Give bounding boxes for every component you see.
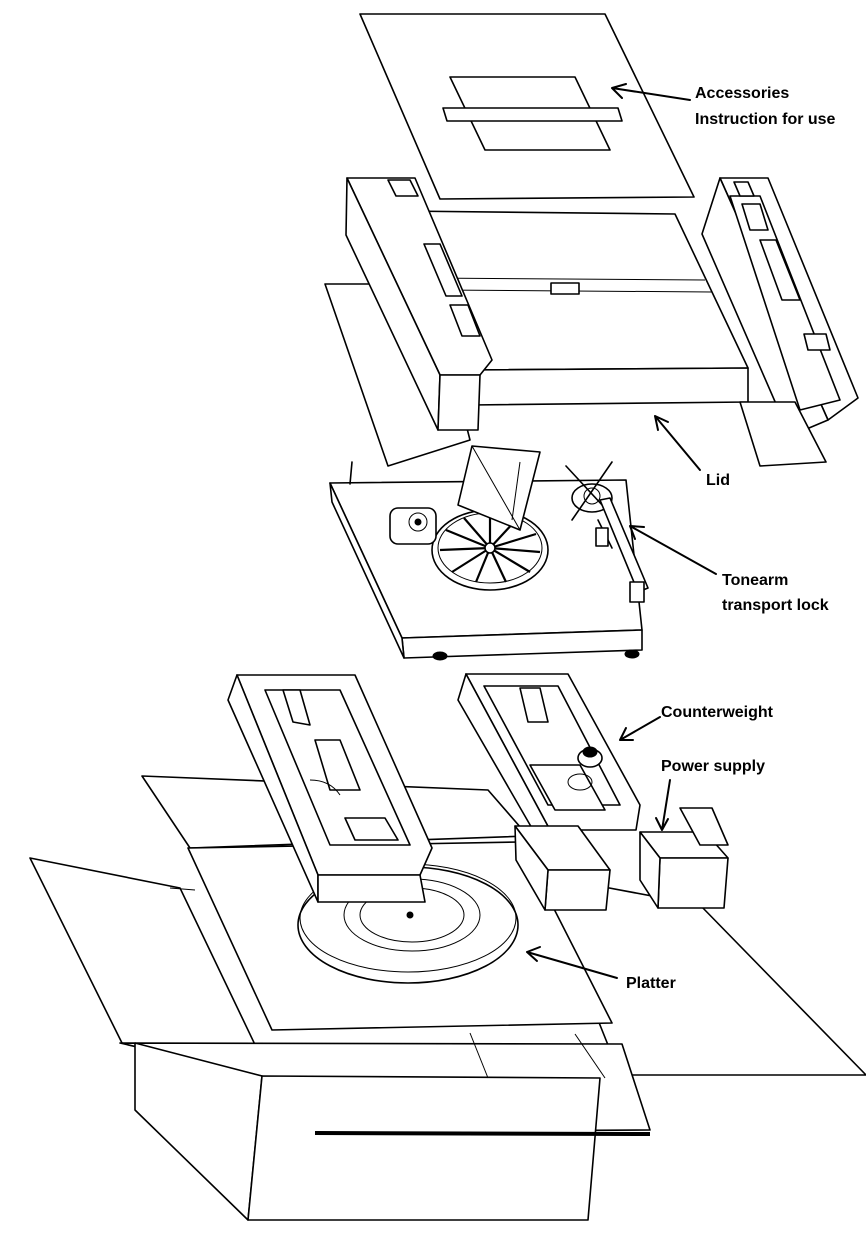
turntable: [329, 445, 649, 661]
label-accessories: Accessories: [695, 85, 789, 102]
lid-box: [324, 177, 859, 467]
power-supply-box: [639, 807, 729, 909]
label-instruction: Instruction for use: [695, 111, 836, 128]
callout-arrows: [526, 83, 717, 979]
label-power-supply: Power supply: [661, 758, 765, 775]
label-platter: Platter: [626, 975, 676, 992]
left-foam-block: [227, 674, 433, 903]
right-foam-block: [457, 673, 641, 911]
label-tonearm: Tonearm: [722, 572, 788, 589]
shipping-box: [29, 775, 866, 1221]
accessories-sheet: [359, 13, 695, 200]
label-transport-lock: transport lock: [722, 597, 829, 614]
label-counterweight: Counterweight: [661, 704, 774, 721]
label-lid: Lid: [706, 472, 730, 489]
